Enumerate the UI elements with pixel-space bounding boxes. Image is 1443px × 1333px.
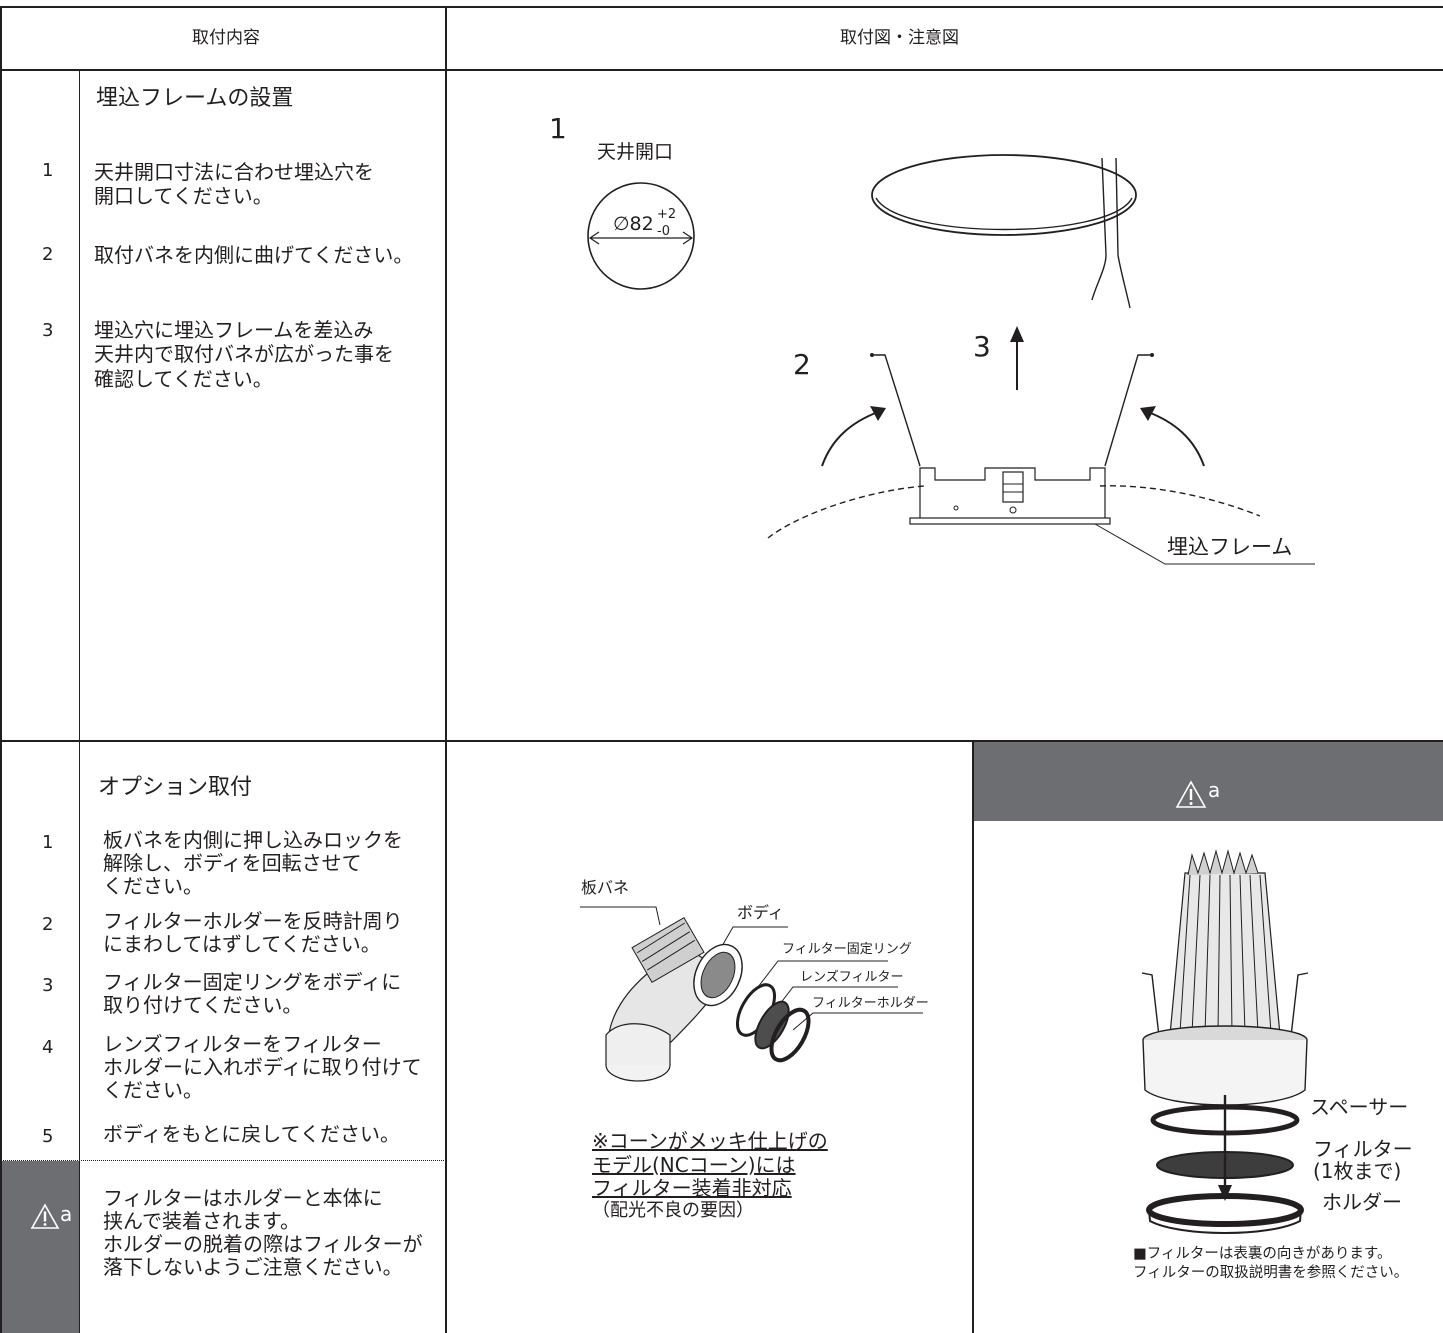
section2-title: オプション取付 <box>98 775 253 800</box>
section2-step1-num: 1 <box>42 832 54 853</box>
part-body: ボディ <box>737 903 784 922</box>
section1-step2-text: 取付バネを内側に曲げてください。 <box>94 243 414 267</box>
tolerance-plus: +2 <box>657 207 677 222</box>
figure1-label-3: 3 <box>973 330 991 363</box>
opening-dimension: ∅82 <box>613 213 654 235</box>
figure1-label-2: 2 <box>793 348 811 381</box>
caution-symbol-left: a <box>60 1202 73 1226</box>
tolerance-minus: -0 <box>657 224 670 239</box>
number-column-divider <box>79 69 80 1333</box>
section2-step2-num: 2 <box>42 914 54 935</box>
section2-step2-text: フィルターホルダーを反時計周り にまわしてはずしてください。 <box>103 909 403 956</box>
section-divider <box>0 740 1443 742</box>
warning-icon <box>1175 780 1207 808</box>
frame-label: 埋込フレーム <box>1167 535 1293 559</box>
spacer-label: スペーサー <box>1310 1095 1409 1119</box>
table-border-top <box>0 6 1443 8</box>
header-right: 取付図・注意図 <box>840 28 959 48</box>
part-leaf-spring: 板バネ <box>581 878 630 897</box>
caution-text: フィルターはホルダーと本体に 挟んで装着されます。 ホルダーの脱着の際はフィルタ… <box>103 1186 423 1279</box>
opening-circle-diagram <box>587 182 695 290</box>
caution-symbol-right: a <box>1208 778 1221 802</box>
section1-step1-text: 天井開口寸法に合わせ埋込穴を 開口してください。 <box>94 160 374 209</box>
plating-note: ※コーンがメッキ仕上げの モデル(NCコーン)には フィルター装着非対応 <box>592 1129 828 1201</box>
section1-step3-num: 3 <box>42 320 54 341</box>
section2-step5-text: ボディをもとに戻してください。 <box>103 1122 400 1146</box>
section2-step3-num: 3 <box>42 975 54 996</box>
filter-direction-note: ■フィルターは表裏の向きがあります。 フィルターの取扱説明書を参照ください。 <box>1133 1246 1409 1281</box>
section1-title: 埋込フレームの設置 <box>96 86 294 111</box>
caution-side-block <box>2 1161 79 1333</box>
table-border-left <box>0 6 2 1333</box>
section2-step4-num: 4 <box>42 1037 54 1058</box>
section2-step4-text: レンズフィルターをフィルター ホルダーに入れボディに取り付けて ください。 <box>103 1032 422 1102</box>
warning-icon <box>30 1203 60 1229</box>
filter-stack-diagram <box>1141 849 1309 1234</box>
part-lens-filter: レンズフィルター <box>800 970 904 985</box>
filter-label: フィルター (1枚まで) <box>1313 1137 1413 1183</box>
plating-note-sub: （配光不良の要因） <box>592 1200 754 1221</box>
section1-step1-num: 1 <box>42 160 54 181</box>
right-panel-divider <box>972 742 974 1333</box>
part-filter-ring: フィルター固定リング <box>782 942 912 957</box>
right-caution-header <box>974 742 1443 821</box>
section2-step3-text: フィルター固定リングをボディに 取り付けてください。 <box>103 970 402 1017</box>
embedded-frame-diagram <box>767 326 1315 565</box>
section1-step2-num: 2 <box>42 244 54 265</box>
section2-step5-num: 5 <box>42 1126 54 1147</box>
column-divider <box>445 6 447 1333</box>
option-parts-diagram <box>580 906 923 1082</box>
figure1-step-number: 1 <box>549 112 567 145</box>
section2-step1-text: 板バネを内側に押し込みロックを 解除し、ボディを回転させて ください。 <box>103 828 403 898</box>
header-divider <box>0 69 1443 71</box>
header-left: 取付内容 <box>192 28 260 48</box>
ceiling-hole-diagram <box>871 154 1137 309</box>
dotted-divider <box>0 1160 446 1161</box>
part-filter-holder: フィルターホルダー <box>812 996 929 1011</box>
section1-step3-text: 埋込穴に埋込フレームを差込み 天井内で取付バネが広がった事を 確認してください。 <box>94 318 394 391</box>
opening-label: 天井開口 <box>597 141 674 163</box>
holder-label: ホルダー <box>1322 1190 1402 1214</box>
